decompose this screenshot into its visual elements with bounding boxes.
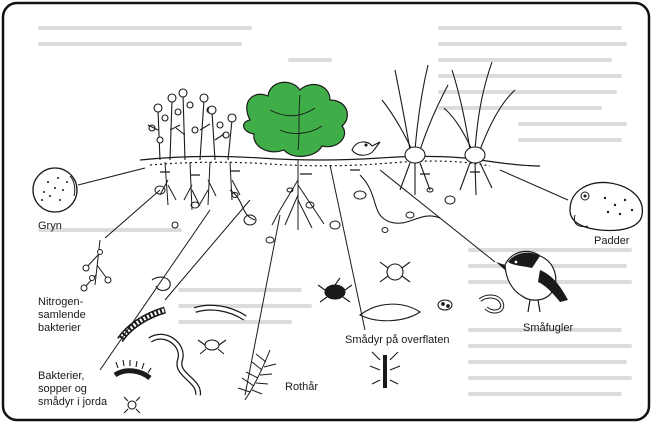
grain-illustration: [33, 168, 77, 212]
label-amphibians: Padder: [594, 235, 629, 248]
bulb-plants: [382, 62, 515, 195]
flowering-plants: [148, 89, 236, 160]
frame-border: [3, 3, 649, 420]
label-soil-bacteria: Bakterier, sopper og smådyr i jorda: [38, 370, 133, 409]
worm-tunnels: [230, 175, 440, 223]
toad: [570, 182, 642, 230]
plant-roots: [160, 162, 240, 210]
label-gryn: Gryn: [38, 220, 62, 233]
label-surface-creatures: Smådyr på overflaten: [345, 334, 450, 347]
lettuce-roots: [272, 160, 324, 230]
label-small-birds: Småfugler: [523, 322, 573, 335]
root-hair: [238, 350, 276, 400]
label-nitrogen-bacteria: Nitrogen- samlende bakterier: [38, 296, 118, 335]
label-root-hair: Rothår: [285, 381, 318, 394]
background-text: [40, 28, 630, 394]
surface-bird: [352, 142, 380, 155]
soil-creatures: [115, 277, 245, 413]
lettuce-plant: [244, 82, 348, 156]
nitrogen-nodules: [81, 240, 111, 291]
